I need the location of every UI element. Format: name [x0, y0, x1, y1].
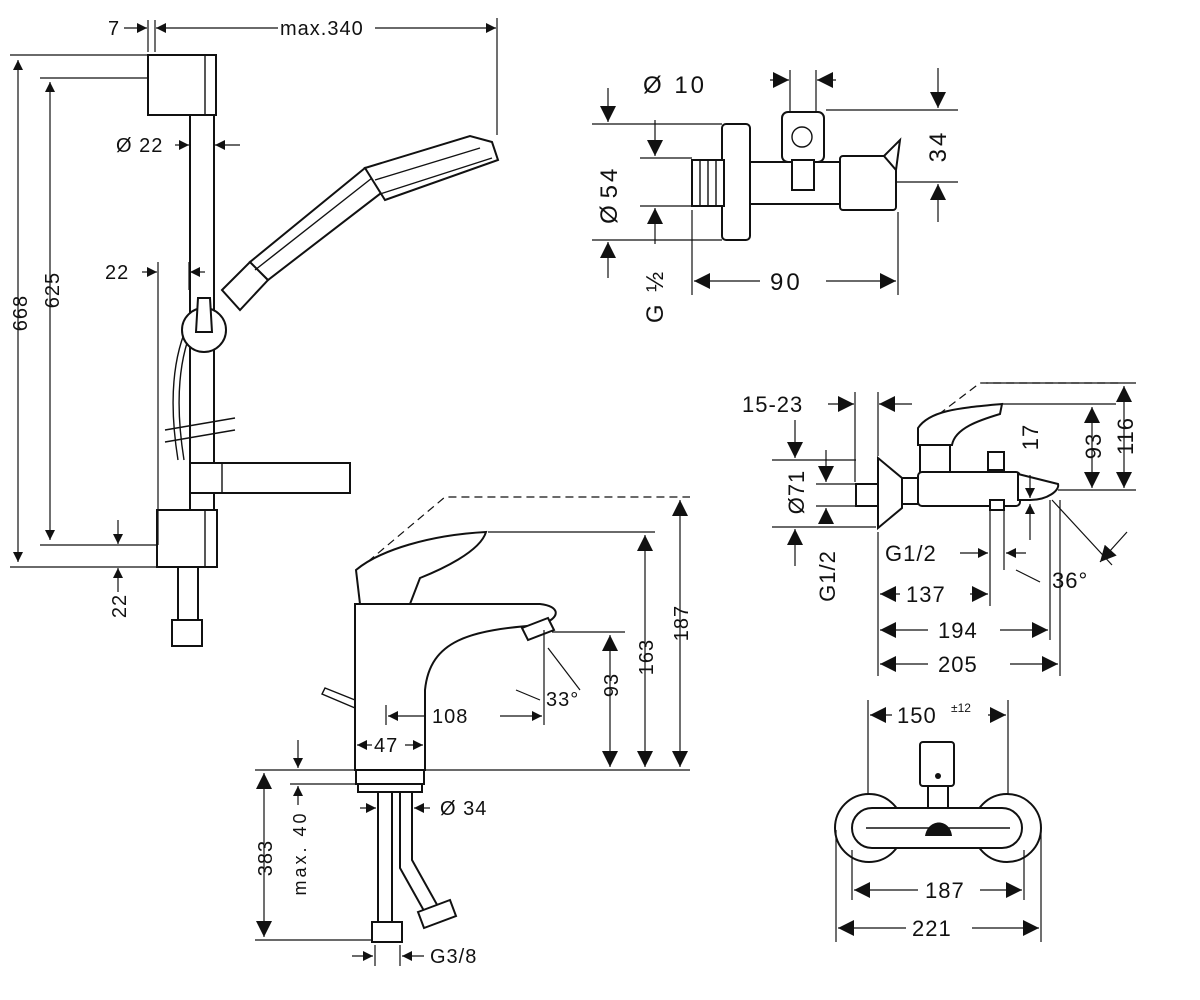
dim-g12-vertical: G1/2 — [815, 550, 840, 602]
dim-187-basin: 187 — [671, 605, 693, 641]
dim-dia10: Ø 10 — [643, 72, 707, 99]
dim-15-23: 15-23 — [742, 392, 803, 417]
valve-dimensions: Ø 10 34 54 Ø G ½ 90 — [592, 68, 958, 323]
dim-383: 383 — [255, 840, 277, 876]
basin-body — [354, 603, 557, 771]
dim-668: 668 — [10, 295, 32, 331]
dim-194: 194 — [938, 618, 978, 643]
dim-93-bath: 93 — [1081, 433, 1106, 459]
dim-g38: G3/8 — [430, 946, 477, 968]
valve-head — [781, 111, 825, 163]
shower-set-drawing: 7 max.340 Ø 22 22 668 625 22 — [10, 18, 500, 647]
dim-163: 163 — [636, 639, 658, 675]
dim-93-basin: 93 — [601, 673, 623, 697]
bath-mixer-rosette — [877, 455, 903, 531]
bath-mixer-lever — [917, 402, 1004, 446]
shower-dimensions: 7 max.340 Ø 22 22 668 625 22 — [10, 18, 498, 618]
bath-spout — [1017, 472, 1060, 501]
bottom-wall-bracket — [156, 509, 218, 568]
supply-pipe — [377, 791, 393, 923]
dim-150-tolerance: ±12 — [951, 701, 971, 715]
dim-205: 205 — [938, 652, 978, 677]
dim-dia34: Ø 34 — [440, 798, 487, 820]
bath-mixer-dimensions: 15-23 116 93 17 Ø71 G1/2 G1/2 — [742, 382, 1138, 677]
basin-lever-dashed — [357, 496, 690, 571]
basin-lever — [354, 530, 488, 605]
dim-137: 137 — [906, 582, 946, 607]
top-view-dimensions: 150 ±12 187 221 — [835, 700, 1042, 942]
dim-22-bottom: 22 — [109, 594, 131, 618]
valve-rosette — [721, 123, 751, 241]
dim-54: 54 — [596, 166, 623, 199]
dim-34: 34 — [925, 130, 952, 163]
dim-36-degrees: 36° — [1052, 568, 1088, 593]
dim-dia22: Ø 22 — [116, 135, 163, 157]
dim-625: 625 — [42, 272, 64, 308]
dim-max40: max. 40 — [290, 810, 310, 895]
dim-47: 47 — [374, 735, 398, 757]
dim-116: 116 — [1113, 417, 1138, 455]
dim-g12-horizontal: G1/2 — [885, 541, 937, 566]
angle-valve-drawing: Ø 10 34 54 Ø G ½ 90 — [592, 68, 958, 323]
hand-shower — [220, 134, 500, 312]
dim-108: 108 — [432, 706, 468, 728]
dim-7: 7 — [108, 18, 120, 40]
dim-90: 90 — [770, 269, 803, 296]
hose-connector — [171, 619, 203, 647]
soap-dish — [189, 462, 351, 494]
basin-dimensions: 108 33° 93 163 187 47 Ø 34 383 — [255, 500, 693, 968]
dim-33-degrees: 33° — [546, 689, 579, 711]
dim-g-half: G ½ — [642, 269, 669, 323]
dim-max340: max.340 — [280, 18, 364, 40]
dim-17: 17 — [1018, 424, 1043, 450]
dim-187-top: 187 — [925, 878, 965, 903]
dim-150: 150 — [897, 703, 937, 728]
dim-221: 221 — [912, 916, 952, 941]
bath-mixer-top-view: 150 ±12 187 221 — [834, 700, 1042, 942]
dim-22-top: 22 — [105, 262, 129, 284]
bath-mixer-drawing: 15-23 116 93 17 Ø71 G1/2 G1/2 — [742, 382, 1138, 677]
top-wall-bracket — [147, 54, 217, 116]
basin-mixer-drawing: 108 33° 93 163 187 47 Ø 34 383 — [255, 496, 693, 968]
dim-dia71: Ø71 — [784, 470, 809, 515]
dim-dia: Ø — [596, 202, 623, 224]
